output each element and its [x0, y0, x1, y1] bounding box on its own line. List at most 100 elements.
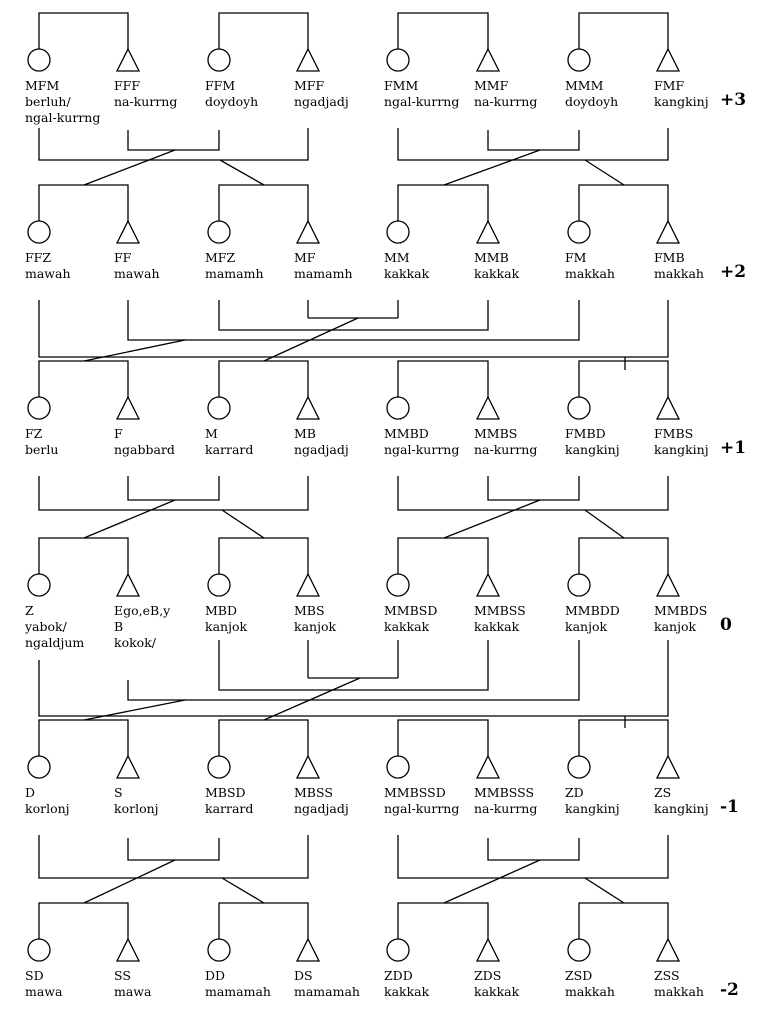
- male-triangle-icon: [115, 395, 141, 420]
- kin-code: Ego,eB,y: [114, 603, 171, 618]
- male-triangle-icon: [475, 47, 501, 72]
- kin-term: doydoyh: [565, 94, 618, 109]
- female-circle-icon: [567, 48, 591, 72]
- kin-term-extra: ngal-kurrng: [25, 110, 100, 125]
- connector-line-52: [218, 640, 489, 691]
- kin-code: MMBSS: [474, 603, 526, 618]
- kin-code: M: [205, 426, 218, 441]
- connector-line-63: [83, 859, 176, 904]
- male-triangle-icon: [115, 754, 141, 779]
- connector-line-33: [127, 300, 580, 341]
- kin-term-extra: kokok/: [114, 635, 157, 650]
- kin-code: MMM: [565, 78, 604, 93]
- connector-line-13: [218, 537, 309, 574]
- female-circle-icon: [27, 755, 51, 779]
- female-circle-icon: [567, 573, 591, 597]
- connector-line-39: [83, 339, 186, 362]
- kin-term: makkah: [654, 984, 704, 999]
- kin-code: MFF: [294, 78, 324, 93]
- kin-term: kakkak: [474, 619, 520, 634]
- kin-code: DS: [294, 968, 313, 983]
- female-circle-icon: [386, 573, 410, 597]
- female-circle-icon: [207, 396, 231, 420]
- male-triangle-icon: [115, 572, 141, 597]
- connector-line-15: [578, 537, 669, 574]
- kin-term: kangkinj: [654, 94, 709, 109]
- kin-term: kakkak: [384, 266, 430, 281]
- connector-line-44: [127, 476, 220, 501]
- kin-term: ngal-kurrng: [384, 801, 459, 816]
- connector-line-25: [397, 128, 669, 161]
- connector-line-34: [218, 300, 489, 331]
- kin-code: ZS: [654, 785, 671, 800]
- kin-code: FFZ: [25, 250, 51, 265]
- kin-code: MF: [294, 250, 316, 265]
- connector-line-20: [38, 902, 129, 939]
- kin-term: kakkak: [474, 266, 520, 281]
- kin-code: FMB: [654, 250, 685, 265]
- kin-term: kanjok: [565, 619, 607, 634]
- kin-term: kanjok: [654, 619, 696, 634]
- female-circle-icon: [386, 48, 410, 72]
- kin-term: kakkak: [384, 619, 430, 634]
- kin-term: kangkinj: [654, 442, 709, 457]
- female-circle-icon: [386, 938, 410, 962]
- connector-line-62: [487, 838, 580, 861]
- connector-line-5: [218, 184, 309, 221]
- connector-line-12: [38, 537, 129, 574]
- female-circle-icon: [207, 938, 231, 962]
- connector-line-2: [397, 12, 489, 49]
- connector-line-24: [38, 128, 309, 161]
- male-triangle-icon: [295, 572, 321, 597]
- kin-term: karrard: [205, 801, 253, 816]
- connector-line-26: [127, 130, 220, 151]
- kin-term: ngal-kurrng: [384, 94, 459, 109]
- kin-term: mamamah: [205, 984, 271, 999]
- male-triangle-icon: [655, 572, 681, 597]
- connector-line-10: [397, 360, 489, 397]
- kin-term: karrard: [205, 442, 253, 457]
- kin-term: korlonj: [25, 801, 70, 816]
- connector-line-59: [38, 835, 309, 879]
- kin-code: MMB: [474, 250, 509, 265]
- connector-line-23: [578, 902, 669, 939]
- kin-term: yabok/: [24, 619, 68, 634]
- kin-term: na-kurrng: [474, 442, 537, 457]
- kin-term: mawah: [25, 266, 71, 281]
- male-triangle-icon: [475, 395, 501, 420]
- kin-code: Z: [25, 603, 34, 618]
- kin-code: FFF: [114, 78, 140, 93]
- kin-term: kakkak: [474, 984, 520, 999]
- connector-lines: [38, 12, 669, 939]
- kin-term: makkah: [565, 266, 615, 281]
- connector-line-17: [218, 719, 309, 756]
- connector-line-45: [487, 476, 580, 501]
- kin-code: MBSS: [294, 785, 333, 800]
- connector-line-48: [443, 499, 541, 539]
- connector-line-49: [584, 509, 625, 539]
- kin-code: MMBSSS: [474, 785, 534, 800]
- female-circle-icon: [567, 396, 591, 420]
- connector-line-29: [219, 159, 265, 186]
- male-triangle-icon: [295, 754, 321, 779]
- female-circle-icon: [567, 220, 591, 244]
- female-circle-icon: [207, 220, 231, 244]
- kin-term: kangkinj: [565, 442, 620, 457]
- kin-code: MMBSD: [384, 603, 437, 618]
- kin-code: ZSS: [654, 968, 680, 983]
- connector-line-57: [83, 699, 186, 721]
- connector-line-47: [221, 509, 265, 539]
- kin-code: FFM: [205, 78, 235, 93]
- kin-term: ngadjadj: [294, 94, 349, 109]
- connector-line-4: [38, 184, 129, 221]
- connector-line-43: [397, 476, 669, 511]
- connector-line-32: [38, 300, 669, 358]
- female-circle-icon: [386, 396, 410, 420]
- kin-code: MMF: [474, 78, 509, 93]
- male-triangle-icon: [655, 395, 681, 420]
- kin-code: ZDD: [384, 968, 413, 983]
- connector-line-61: [127, 838, 220, 861]
- male-triangle-icon: [655, 219, 681, 244]
- kin-term: ngadjadj: [294, 442, 349, 457]
